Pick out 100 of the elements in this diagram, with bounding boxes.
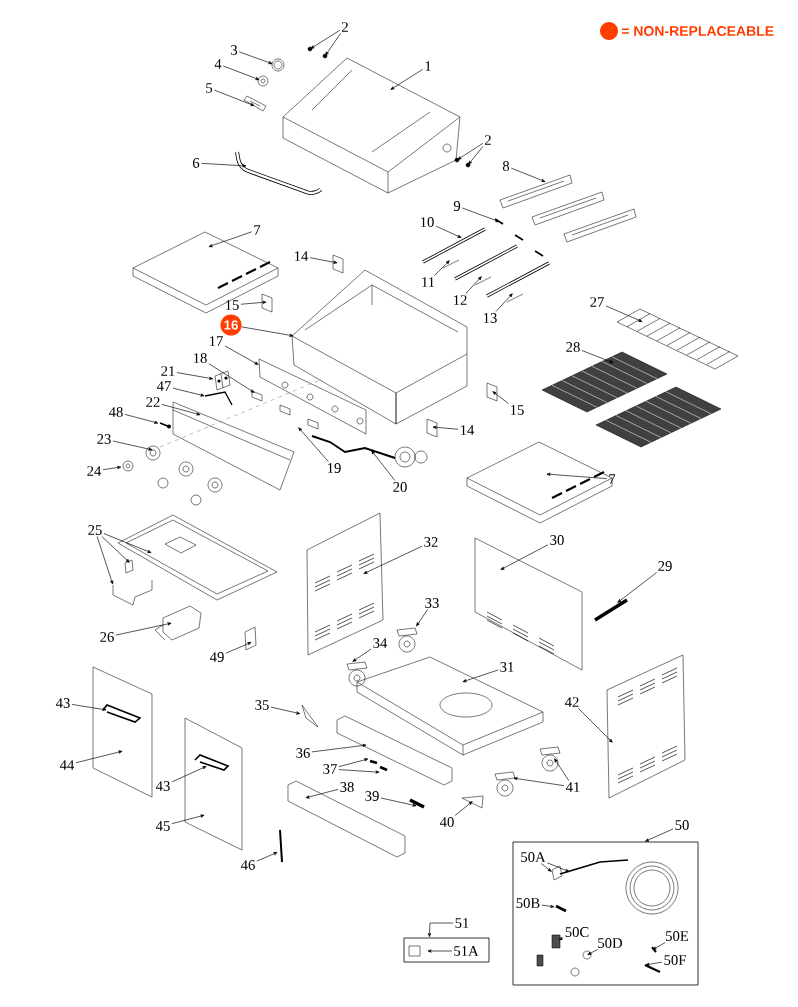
leader-line	[462, 669, 499, 683]
leader-line	[176, 372, 214, 380]
callout-number: 50E	[666, 931, 689, 941]
callout-number: 1	[425, 61, 431, 71]
leader-line	[103, 533, 152, 553]
leader-line	[298, 427, 329, 462]
callout-number: 26	[100, 632, 114, 642]
leader-line	[270, 706, 301, 715]
callout-number: 42	[564, 697, 579, 707]
leader-line	[225, 642, 252, 654]
leader-line	[492, 391, 509, 404]
leader-line	[605, 305, 643, 322]
callout-number: 50A	[521, 852, 546, 862]
clips-drawing	[369, 759, 388, 772]
leader-line	[645, 828, 674, 842]
leader-line	[352, 648, 372, 662]
callout-number: 19	[327, 463, 341, 473]
leader-line	[416, 609, 428, 627]
callout-number: 6	[192, 158, 200, 168]
leader-line	[500, 544, 549, 570]
callout-number: 50B	[516, 898, 540, 908]
callout-number: 36	[296, 748, 310, 758]
callout-number: 28	[566, 342, 580, 352]
leader-line	[617, 572, 657, 603]
screw-drawing	[159, 422, 171, 429]
leader-line	[495, 293, 513, 312]
callout-number: 39	[365, 791, 379, 801]
leader-line	[427, 949, 453, 953]
callout-number: 20	[393, 482, 407, 492]
callout-number: 2	[485, 135, 491, 145]
callout-number: 50D	[598, 938, 623, 948]
leader-line	[161, 404, 201, 416]
callout-number: 48	[108, 407, 123, 417]
leader-line	[457, 143, 484, 160]
leader-line	[541, 904, 555, 908]
leader-line	[546, 862, 570, 872]
callout-number: 51	[455, 918, 469, 928]
leader-line	[587, 949, 598, 955]
callout-number: 47	[156, 381, 171, 391]
callout-number: 41	[565, 782, 580, 792]
leader-line	[115, 622, 172, 636]
leader-line	[513, 777, 565, 786]
callout-number: 10	[420, 217, 434, 227]
leader-line	[124, 414, 159, 424]
callout-number: 21	[161, 366, 175, 376]
callout-number: 7	[254, 225, 261, 235]
callout-number: 14	[294, 251, 309, 261]
callout-number: 35	[255, 700, 269, 710]
leader-line	[171, 766, 207, 783]
callout-number: 29	[658, 561, 672, 571]
callout-number: 32	[424, 537, 438, 547]
caster-drawing	[396, 627, 418, 653]
callout-number: 5	[206, 83, 213, 93]
callout-number: 8	[502, 161, 510, 171]
leader-line	[172, 387, 205, 397]
leader-line	[208, 231, 253, 248]
leader-line	[645, 961, 663, 966]
leader-line	[213, 89, 255, 106]
callout-number: 23	[97, 434, 111, 444]
ignition-module-drawing	[214, 370, 231, 391]
callout-number: 50C	[565, 927, 589, 937]
leader-line	[454, 801, 473, 816]
leader-line	[75, 750, 123, 764]
leader-line	[468, 146, 484, 165]
leader-line	[112, 440, 153, 451]
callout-number: 50F	[664, 955, 686, 965]
leader-line	[578, 708, 613, 743]
callout-number: 3	[231, 45, 238, 55]
leader-line	[371, 450, 396, 481]
highlighted-callout-number: 16	[220, 314, 242, 336]
leader-line	[325, 33, 341, 56]
callout-number: 34	[373, 638, 388, 648]
leader-line	[240, 300, 267, 305]
leader-line	[558, 936, 564, 940]
leader-line	[465, 276, 482, 294]
callout-number: 38	[340, 782, 354, 792]
leader-line	[390, 69, 424, 90]
leader-line	[432, 425, 459, 430]
callout-number: 27	[590, 297, 604, 307]
leader-line	[310, 30, 341, 49]
callout-number: 4	[214, 59, 222, 69]
leader-line	[200, 163, 247, 168]
leader-line	[434, 260, 450, 276]
leader-line	[238, 51, 273, 65]
knob-drawing	[122, 460, 134, 472]
leader-line	[546, 472, 608, 479]
leader-line	[652, 942, 666, 950]
callout-number: 22	[146, 397, 160, 407]
leader-line	[461, 207, 500, 223]
leader-line	[102, 465, 122, 471]
leader-line	[71, 704, 107, 711]
leader-line	[241, 326, 294, 337]
callout-number: 50	[675, 820, 689, 830]
callout-number: 49	[209, 652, 224, 662]
leader-line	[540, 863, 552, 872]
callout-number: 11	[422, 277, 435, 287]
callout-number: 13	[483, 313, 497, 323]
leader-line	[363, 545, 423, 574]
leader-line	[101, 536, 130, 563]
callout-number: 17	[209, 336, 223, 346]
